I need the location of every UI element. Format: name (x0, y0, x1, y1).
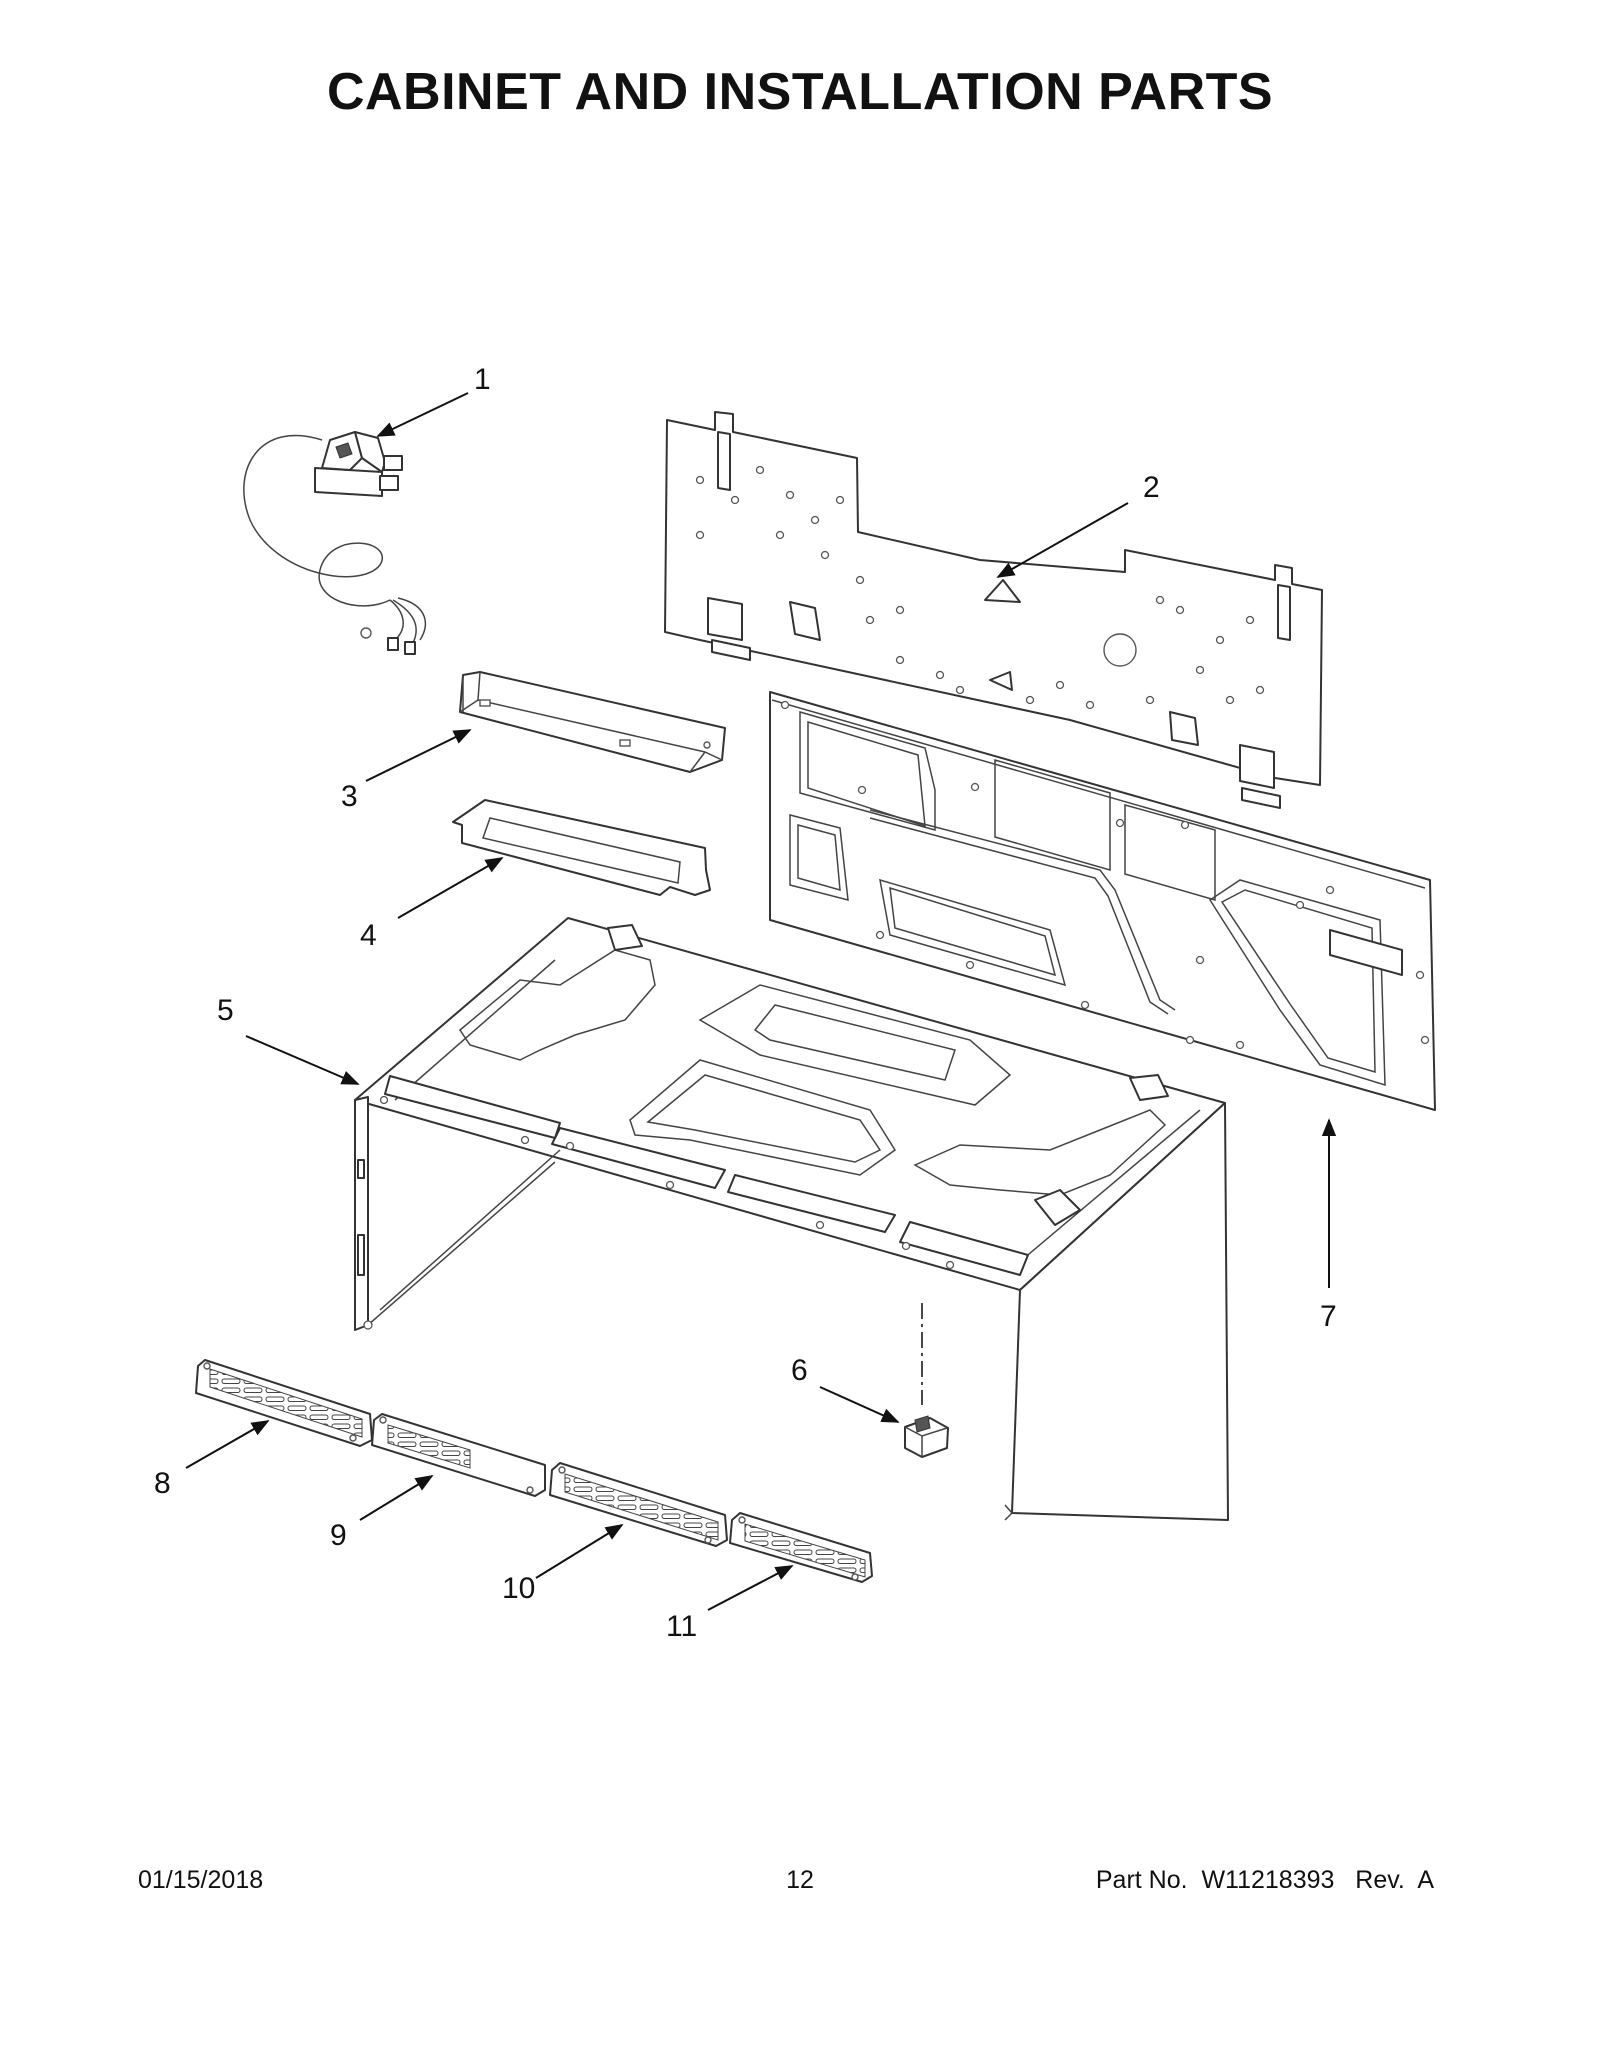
callout-1: 1 (474, 363, 491, 396)
power-cord-part (243, 431, 427, 655)
grille-part-9 (371, 1413, 546, 1497)
grille-part-10 (549, 1462, 728, 1547)
callout-numbers: 1 2 3 4 5 6 7 8 9 10 11 (154, 363, 1337, 1643)
callout-9: 9 (330, 1519, 347, 1552)
callout-10: 10 (502, 1572, 535, 1605)
mounting-plate-part (664, 411, 1323, 809)
grille-part-8 (195, 1359, 373, 1447)
callout-7: 7 (1320, 1300, 1337, 1333)
callout-3: 3 (341, 780, 358, 813)
grille-part-11 (729, 1512, 873, 1583)
callout-6: 6 (791, 1354, 808, 1387)
gasket-part (452, 799, 711, 896)
callout-5: 5 (217, 994, 234, 1027)
callout-11: 11 (666, 1610, 697, 1643)
bracket-part (459, 671, 726, 773)
callout-2: 2 (1143, 471, 1160, 504)
cabinet-wrapper-part (354, 917, 1229, 1521)
footer-page-number: 12 (786, 1866, 814, 1894)
footer-date: 01/15/2018 (138, 1866, 264, 1894)
page-title: CABINET AND INSTALLATION PARTS (326, 63, 1274, 121)
callout-8: 8 (154, 1467, 171, 1500)
callout-4: 4 (360, 919, 377, 952)
footer-part-number: Part No. W11218393 Rev. A (1095, 1866, 1434, 1894)
small-part-6 (904, 1303, 949, 1458)
rear-panel-part (769, 691, 1436, 1111)
leader-lines (185, 392, 1337, 1611)
